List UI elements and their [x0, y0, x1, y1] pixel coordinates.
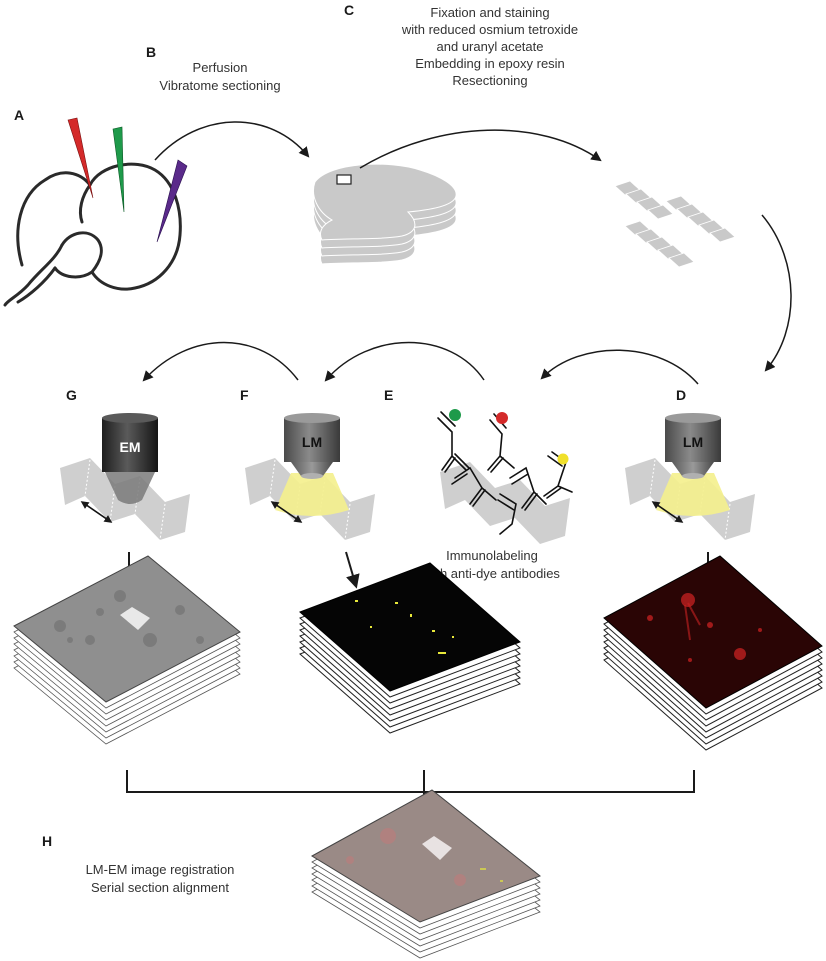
panel-g: G EM: [60, 387, 190, 586]
em-image-stack: [13, 555, 241, 745]
arrow-b-to-c: [359, 129, 602, 169]
panel-b-line-2: Vibratome sectioning: [159, 78, 280, 93]
panel-e-letter: E: [384, 387, 393, 403]
panel-d-scan-arrow: [651, 501, 684, 523]
panel-f-letter: F: [240, 387, 249, 403]
lm-red-image-stack: [603, 555, 823, 751]
panel-c-line-2: with reduced osmium tetroxide: [401, 22, 578, 37]
panel-c: C Fixation and staining with reduced osm…: [344, 2, 602, 169]
arrow-e-to-f: [324, 341, 485, 382]
panel-c-letter: C: [344, 2, 354, 18]
panel-e-line-1: Immunolabeling: [446, 548, 538, 563]
panel-e-ribbon: [440, 462, 570, 544]
arrow-f-to-g: [142, 341, 299, 382]
panel-h-line-2: Serial section alignment: [91, 880, 229, 895]
panel-h-line-1: LM-EM image registration: [86, 862, 235, 877]
green-electrode: [112, 126, 125, 213]
panel-c-line-4: Embedding in epoxy resin: [415, 56, 565, 71]
panel-e-line-2: with anti-dye antibodies: [423, 566, 560, 581]
panel-a-letter: A: [14, 107, 24, 123]
brain-outline: [3, 162, 182, 307]
lm-yellow-image-stack: [299, 562, 521, 734]
panel-g-letter: G: [66, 387, 77, 403]
panel-h: H LM-EM image registration Serial sectio…: [42, 833, 234, 895]
panel-c-line-5: Resectioning: [452, 73, 527, 88]
dye-dot-green: [449, 409, 461, 421]
panel-g-objective-label: EM: [120, 439, 141, 455]
panel-c-line-3: and uranyl acetate: [437, 39, 544, 54]
dye-dot-yellow: [557, 453, 569, 465]
panel-h-letter: H: [42, 833, 52, 849]
panel-f: F LM: [240, 387, 375, 589]
electrodes: [67, 117, 188, 243]
panel-d-objective: LM: [665, 413, 721, 479]
panel-d-objective-label: LM: [683, 434, 703, 450]
panel-g-scan-arrow: [80, 501, 113, 523]
arrow-c-to-d: [761, 214, 792, 372]
panel-b: B Perfusion Vibratome sectioning: [146, 44, 310, 161]
panel-b-letter: B: [146, 44, 156, 60]
panel-b-line-1: Perfusion: [193, 60, 248, 75]
arrow-f-down: [345, 551, 360, 589]
arrow-d-to-e: [540, 349, 699, 385]
panel-c-line-1: Fixation and staining: [430, 5, 549, 20]
merged-image-stack: [311, 789, 541, 959]
panel-g-objective: EM: [102, 413, 158, 504]
red-electrode: [67, 117, 94, 199]
purple-electrode: [156, 159, 188, 243]
roi-box: [336, 174, 352, 185]
panel-f-objective-label: LM: [302, 434, 322, 450]
arrow-a-to-b: [154, 121, 310, 161]
dye-dot-red: [496, 412, 508, 424]
ultrathin-ribbons: [614, 180, 736, 268]
panel-d: D LM: [625, 387, 755, 581]
panel-a: A: [3, 107, 188, 307]
panel-e: E Immunolabeling with anti-dye antibodie…: [384, 387, 573, 581]
panel-d-letter: D: [676, 387, 686, 403]
panel-f-objective: LM: [284, 413, 340, 479]
vibratome-slices: [313, 163, 457, 265]
panel-f-scan-arrow: [270, 501, 303, 523]
